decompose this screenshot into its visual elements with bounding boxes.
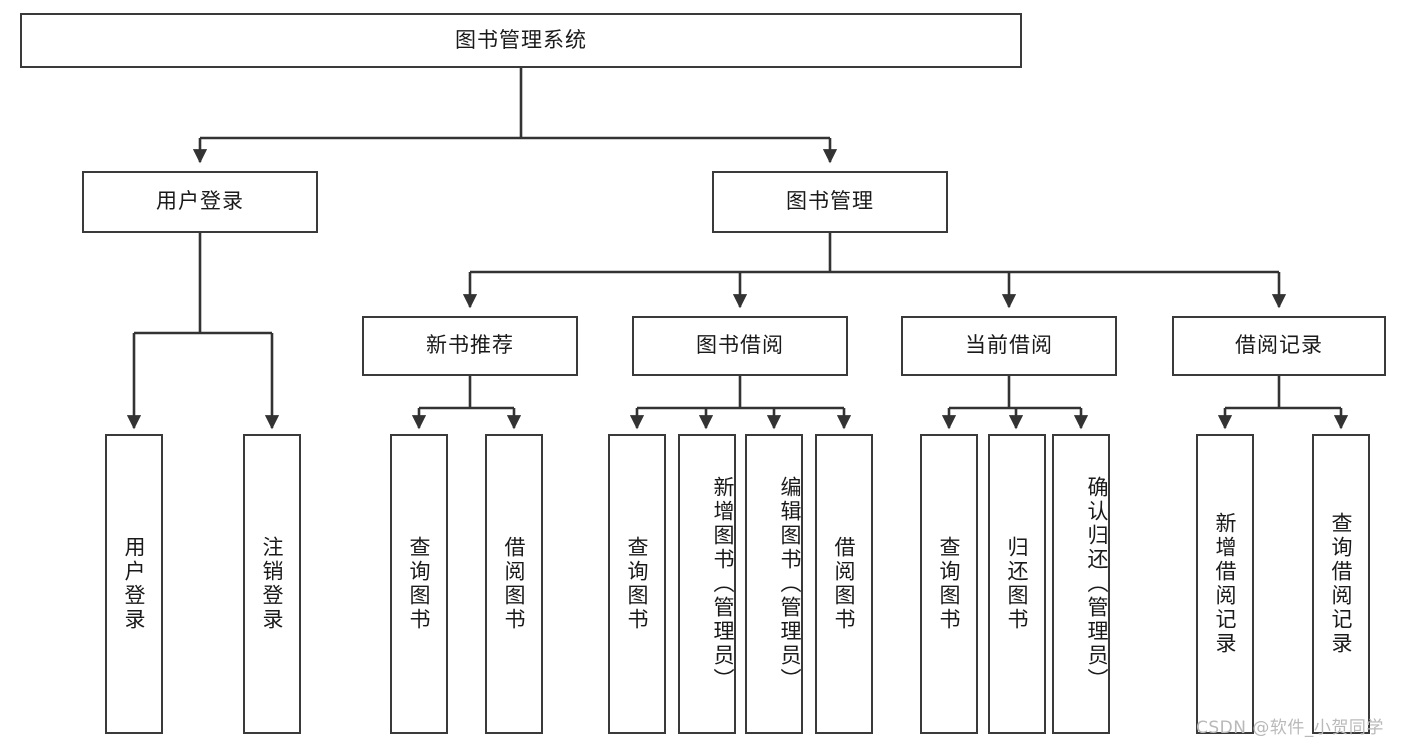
leaf-add-book-label: 新增图书（管理员） [711, 476, 735, 692]
node-new-book-recommend-label: 新书推荐 [426, 333, 514, 358]
node-book-borrow[interactable]: 图书借阅 [632, 316, 848, 376]
node-user-login[interactable]: 用户登录 [82, 171, 318, 233]
leaf-edit-book-label: 编辑图书（管理员） [778, 476, 802, 692]
leaf-query-book-2[interactable]: 查询图书 [608, 434, 666, 734]
node-book-manage[interactable]: 图书管理 [712, 171, 948, 233]
leaf-query-book-3-label: 查询图书 [937, 536, 962, 632]
node-borrow-record-label: 借阅记录 [1235, 333, 1323, 358]
node-root-label: 图书管理系统 [455, 27, 587, 52]
leaf-borrow-book-1-label: 借阅图书 [502, 536, 527, 632]
leaf-borrow-book-1[interactable]: 借阅图书 [485, 434, 543, 734]
node-root[interactable]: 图书管理系统 [20, 13, 1022, 68]
node-new-book-recommend[interactable]: 新书推荐 [362, 316, 578, 376]
leaf-logout-login-label: 注销登录 [260, 536, 285, 632]
node-borrow-record[interactable]: 借阅记录 [1172, 316, 1386, 376]
leaf-query-book-2-label: 查询图书 [625, 536, 650, 632]
leaf-logout-login[interactable]: 注销登录 [243, 434, 301, 734]
node-current-borrow[interactable]: 当前借阅 [901, 316, 1117, 376]
leaf-query-record[interactable]: 查询借阅记录 [1312, 434, 1370, 734]
leaf-confirm-return[interactable]: 确认归还（管理员） [1052, 434, 1110, 734]
leaf-add-record[interactable]: 新增借阅记录 [1196, 434, 1254, 734]
leaf-return-book[interactable]: 归还图书 [988, 434, 1046, 734]
node-current-borrow-label: 当前借阅 [965, 333, 1053, 358]
leaf-add-book[interactable]: 新增图书（管理员） [678, 434, 736, 734]
leaf-query-book-1[interactable]: 查询图书 [390, 434, 448, 734]
leaf-user-login[interactable]: 用户登录 [105, 434, 163, 734]
leaf-confirm-return-label: 确认归还（管理员） [1085, 476, 1109, 692]
leaf-borrow-book-2-label: 借阅图书 [832, 536, 857, 632]
node-book-manage-label: 图书管理 [786, 189, 874, 214]
leaf-query-book-1-label: 查询图书 [407, 536, 432, 632]
leaf-add-record-label: 新增借阅记录 [1213, 512, 1238, 656]
watermark-text: CSDN @软件_小贺同学 [1196, 718, 1384, 738]
node-book-borrow-label: 图书借阅 [696, 333, 784, 358]
node-user-login-label: 用户登录 [156, 189, 244, 214]
leaf-user-login-label: 用户登录 [122, 536, 147, 632]
leaf-query-record-label: 查询借阅记录 [1329, 512, 1354, 656]
leaf-query-book-3[interactable]: 查询图书 [920, 434, 978, 734]
leaf-return-book-label: 归还图书 [1005, 536, 1030, 632]
leaf-borrow-book-2[interactable]: 借阅图书 [815, 434, 873, 734]
leaf-edit-book[interactable]: 编辑图书（管理员） [745, 434, 803, 734]
